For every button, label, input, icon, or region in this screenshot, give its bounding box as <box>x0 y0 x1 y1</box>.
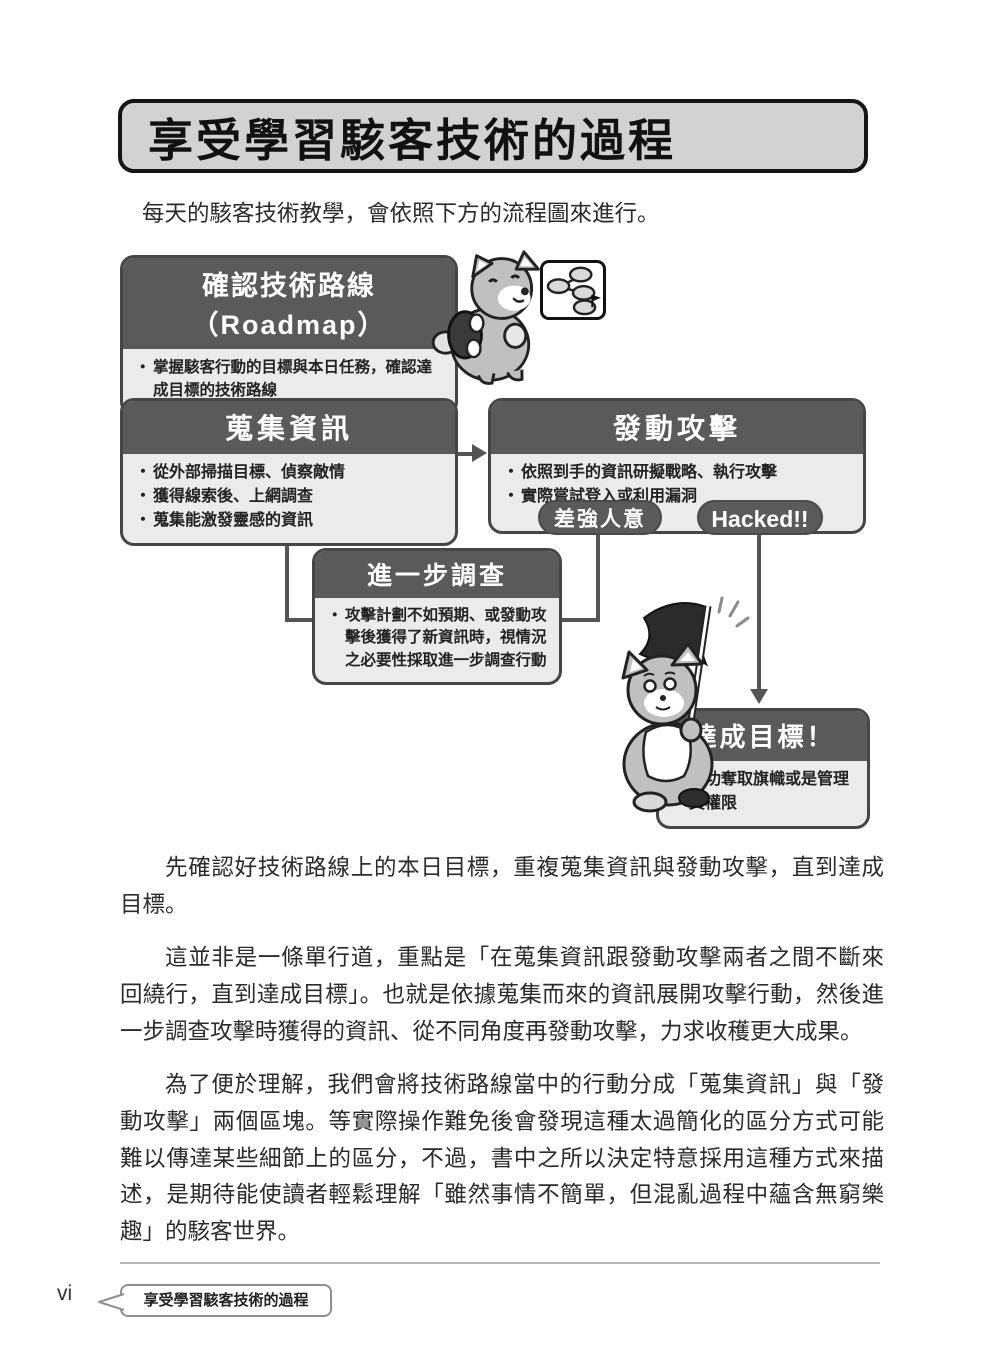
flow-box-roadmap: 確認技術路線（Roadmap） 掌握駭客行動的目標與本日任務，確認達成目標的技術… <box>120 255 458 416</box>
footer-tab-pointer-icon <box>98 1293 125 1311</box>
connector-line <box>596 533 600 622</box>
connector-line <box>458 452 474 456</box>
body-text: 先確認好技術路線上的本日目標，重複蒐集資訊與發動攻擊，直到達成目標。 這並非是一… <box>120 850 884 1268</box>
connector-line <box>757 533 761 691</box>
intro-text: 每天的駭客技術教學，會依照下方的流程圖來進行。 <box>142 201 660 226</box>
shiba-dog-backpack-illustration <box>431 250 540 385</box>
page-title-banner: 享受學習駭客技術的過程 <box>118 99 868 173</box>
flow-box-investigate: 進一步調查 攻擊計劃不如預期、或發動攻擊後獲得了新資訊時，視情況之必要性採取進一… <box>312 548 562 686</box>
flow-box-bullet: 獲得線索後、上網調查 <box>135 485 447 509</box>
flow-box-bullet: 掌握駭客行動的目標與本日任務，確認達成目標的技術路線 <box>135 356 447 403</box>
flow-box-bullet: 依照到手的資訊研擬戰略、執行攻擊 <box>503 461 855 485</box>
flow-box-title: 確認技術路線（Roadmap） <box>123 258 455 349</box>
flow-box-title: 蒐集資訊 <box>123 401 455 454</box>
paragraph: 為了便於理解，我們會將技術路線當中的行動分成「蒐集資訊」與「發動攻擊」兩個區塊。… <box>120 1072 884 1245</box>
flow-box-title: 進一步調查 <box>315 551 559 598</box>
paragraph: 先確認好技術路線上的本日目標，重複蒐集資訊與發動攻擊，直到達成目標。 <box>120 855 884 917</box>
connector-line <box>285 545 289 622</box>
flow-box-bullet: 蒐集能激發靈感的資訊 <box>135 509 447 533</box>
flow-box-goal: 達成目標！ 成功奪取旗幟或是管理員權限 <box>656 708 870 829</box>
flow-box-bullet: 從外部掃描目標、偵察敵情 <box>135 461 447 485</box>
footer-section-tab: 享受學習駭客技術的過程 <box>120 1284 332 1317</box>
arrow-right-icon <box>472 444 487 462</box>
arrow-down-icon <box>750 689 768 704</box>
label-hacked: Hacked!! <box>697 500 823 535</box>
flow-box-bullet: 攻擊計劃不如預期、或發動攻擊後獲得了新資訊時，視情況之必要性採取進一步調查行動 <box>327 605 551 672</box>
footer-divider <box>120 1262 880 1264</box>
flow-box-recon: 蒐集資訊 從外部掃描目標、偵察敵情 獲得線索後、上網調查 蒐集能激發靈感的資訊 <box>120 398 458 546</box>
flow-box-title: 發動攻擊 <box>491 401 863 454</box>
page-title: 享受學習駭客技術的過程 <box>148 114 677 166</box>
roadmap-icon <box>540 260 606 320</box>
page-number: vi <box>57 1282 73 1305</box>
fox-flag-illustration <box>621 596 750 813</box>
paragraph: 這並非是一條單行道，重點是「在蒐集資訊跟發動攻擊兩者之間不斷來回繞行，直到達成目… <box>120 945 884 1044</box>
label-unsatisfactory: 差強人意 <box>538 500 662 535</box>
